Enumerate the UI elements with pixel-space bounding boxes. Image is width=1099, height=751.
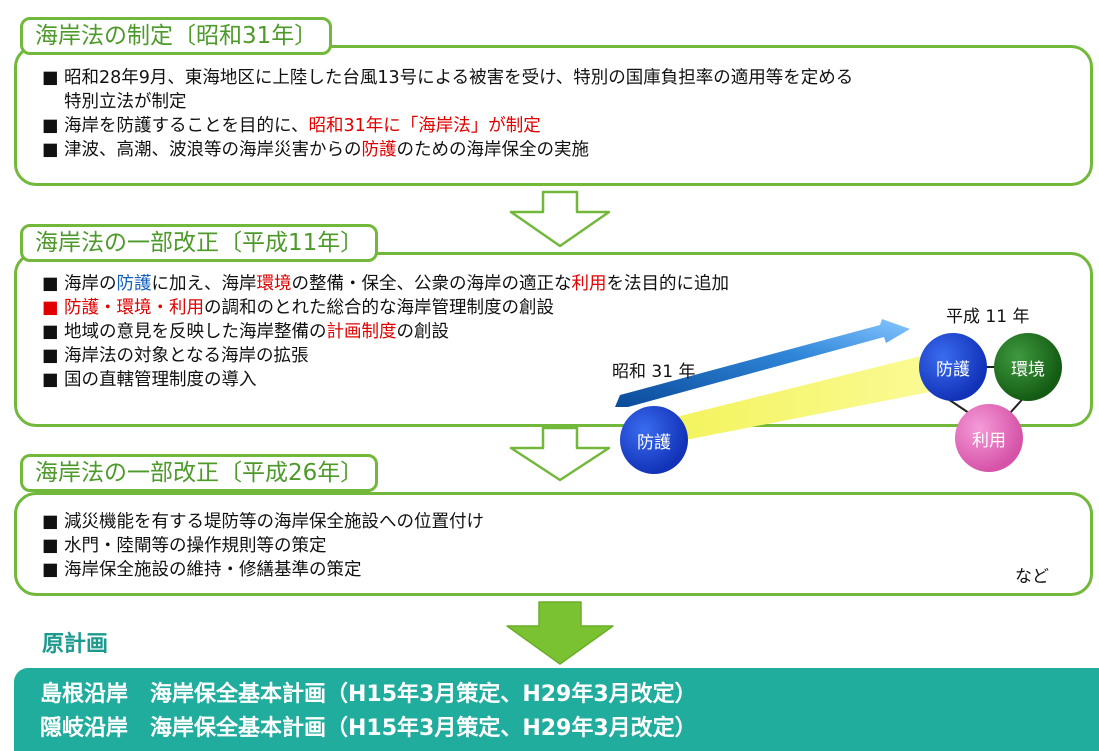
down-arrow-outline-icon <box>509 426 611 482</box>
item-text-highlight: 環境 <box>256 274 292 294</box>
section-title-text: 海岸法の一部改正〔平成11年〕 <box>35 230 364 256</box>
item-text: の整備・保全、公衆の海岸の適正な <box>291 274 572 294</box>
bullet-square-icon: ■ <box>42 370 59 390</box>
item-text: のための海岸保全の実施 <box>396 140 590 160</box>
item-text-highlight: 防護 <box>116 274 152 294</box>
section-h26-list: ■減災機能を有する堤防等の海岸保全施設への位置付け ■水門・陸閘等の操作規則等の… <box>42 510 484 582</box>
plan-line-shimane: 島根沿岸 海岸保全基本計画（H15年3月策定、H29年3月改定） <box>40 682 697 707</box>
section-title-h26: 海岸法の一部改正〔平成26年〕 <box>20 454 379 492</box>
original-plan-band: 島根沿岸 海岸保全基本計画（H15年3月策定、H29年3月改定） 隠岐沿岸 海岸… <box>14 668 1099 751</box>
section-panel-s31 <box>14 45 1093 186</box>
blue-arrow <box>615 319 910 407</box>
item-text-highlight: 防護 <box>361 140 397 160</box>
list-item: ■海岸を防護することを目的に、昭和31年に「海岸法」が制定 <box>42 114 853 138</box>
item-text: の調和のとれた総合的な海岸管理制度の創設 <box>204 298 554 318</box>
yellow-beam <box>660 350 955 445</box>
item-text: 海岸の <box>64 274 117 294</box>
section-h11-list: ■海岸の防護に加え、海岸環境の整備・保全、公衆の海岸の適正な利用を法目的に追加 … <box>42 272 729 392</box>
circle-riyou-h11: 利用 <box>955 404 1023 472</box>
bullet-square-icon: ■ <box>42 68 59 88</box>
list-item: ■防護・環境・利用の調和のとれた総合的な海岸管理制度の創設 <box>42 296 729 320</box>
item-text: に加え、海岸 <box>151 274 257 294</box>
item-text: 水門・陸閘等の操作規則等の策定 <box>64 536 327 556</box>
bullet-square-icon: ■ <box>42 116 59 136</box>
item-text: を法目的に追加 <box>606 274 730 294</box>
bullet-square-icon: ■ <box>42 560 59 580</box>
section-s31-list: ■昭和28年9月、東海地区に上陸した台風13号による被害を受け、特別の国庫負担率… <box>42 66 853 162</box>
circle-bougo-h11: 防護 <box>919 333 987 401</box>
circle-kankyo-h11: 環境 <box>994 333 1062 401</box>
item-text: 海岸保全施設の維持・修繕基準の策定 <box>64 560 362 580</box>
section-title-h11: 海岸法の一部改正〔平成11年〕 <box>20 224 379 262</box>
bullet-square-icon: ■ <box>42 536 59 556</box>
item-text: 昭和28年9月、東海地区に上陸した台風13号による被害を受け、特別の国庫負担率の… <box>64 68 854 88</box>
bullet-square-icon: ■ <box>42 512 59 532</box>
list-item: ■昭和28年9月、東海地区に上陸した台風13号による被害を受け、特別の国庫負担率… <box>42 66 853 90</box>
item-text-highlight: 計画制度 <box>326 322 397 342</box>
item-text-highlight: 防護・環境・利用 <box>64 298 204 318</box>
bullet-square-icon: ■ <box>42 140 59 160</box>
plan-line-oki: 隠岐沿岸 海岸保全基本計画（H15年3月策定、H29年3月改定） <box>40 716 697 741</box>
item-text: の創設 <box>396 322 450 342</box>
section-title-text: 海岸法の一部改正〔平成26年〕 <box>35 460 364 486</box>
section-title-text: 海岸法の制定〔昭和31年〕 <box>35 23 318 49</box>
bullet-square-icon: ■ <box>42 322 59 342</box>
etc-label: など <box>1015 567 1049 587</box>
list-item: ■地域の意見を反映した海岸整備の計画制度の創設 <box>42 320 729 344</box>
bullet-square-icon: ■ <box>42 274 59 294</box>
down-arrow-solid-icon <box>506 601 614 665</box>
circle-bougo-s31: 防護 <box>620 406 688 474</box>
bullet-square-icon: ■ <box>42 346 59 366</box>
list-item: ■津波、高潮、波浪等の海岸災害からの防護のための海岸保全の実施 <box>42 138 853 162</box>
item-text-highlight: 利用 <box>571 274 607 294</box>
item-text: 国の直轄管理制度の導入 <box>64 370 257 390</box>
item-text-highlight: 昭和31年に「海岸法」が制定 <box>308 116 541 136</box>
item-text: 海岸法の対象となる海岸の拡張 <box>64 346 309 366</box>
list-item: ■減災機能を有する堤防等の海岸保全施設への位置付け <box>42 510 484 534</box>
bullet-square-red-icon: ■ <box>42 298 59 318</box>
section-panel-h26 <box>14 492 1093 596</box>
down-arrow-outline-icon <box>509 190 611 248</box>
item-text: 津波、高潮、波浪等の海岸災害からの <box>64 140 362 160</box>
section-panel-h11 <box>14 252 1093 427</box>
list-item: ■海岸保全施設の維持・修繕基準の策定 <box>42 558 484 582</box>
list-item: ■海岸法の対象となる海岸の拡張 <box>42 344 729 368</box>
item-text: 地域の意見を反映した海岸整備の <box>64 322 327 342</box>
item-text: 特別立法が制定 <box>64 92 187 112</box>
list-item: ■海岸の防護に加え、海岸環境の整備・保全、公衆の海岸の適正な利用を法目的に追加 <box>42 272 729 296</box>
figure-label-h11: 平成 11 年 <box>946 307 1030 327</box>
item-text: 海岸を防護することを目的に、 <box>64 116 309 136</box>
item-text: 減災機能を有する堤防等の海岸保全施設への位置付け <box>64 512 484 532</box>
list-item: ■国の直轄管理制度の導入 <box>42 368 729 392</box>
list-item: ■水門・陸閘等の操作規則等の策定 <box>42 534 484 558</box>
section-title-s31: 海岸法の制定〔昭和31年〕 <box>20 17 333 55</box>
figure-label-s31: 昭和 31 年 <box>612 362 696 382</box>
original-plan-label: 原計画 <box>42 632 109 657</box>
list-item-continuation: 特別立法が制定 <box>42 90 853 114</box>
